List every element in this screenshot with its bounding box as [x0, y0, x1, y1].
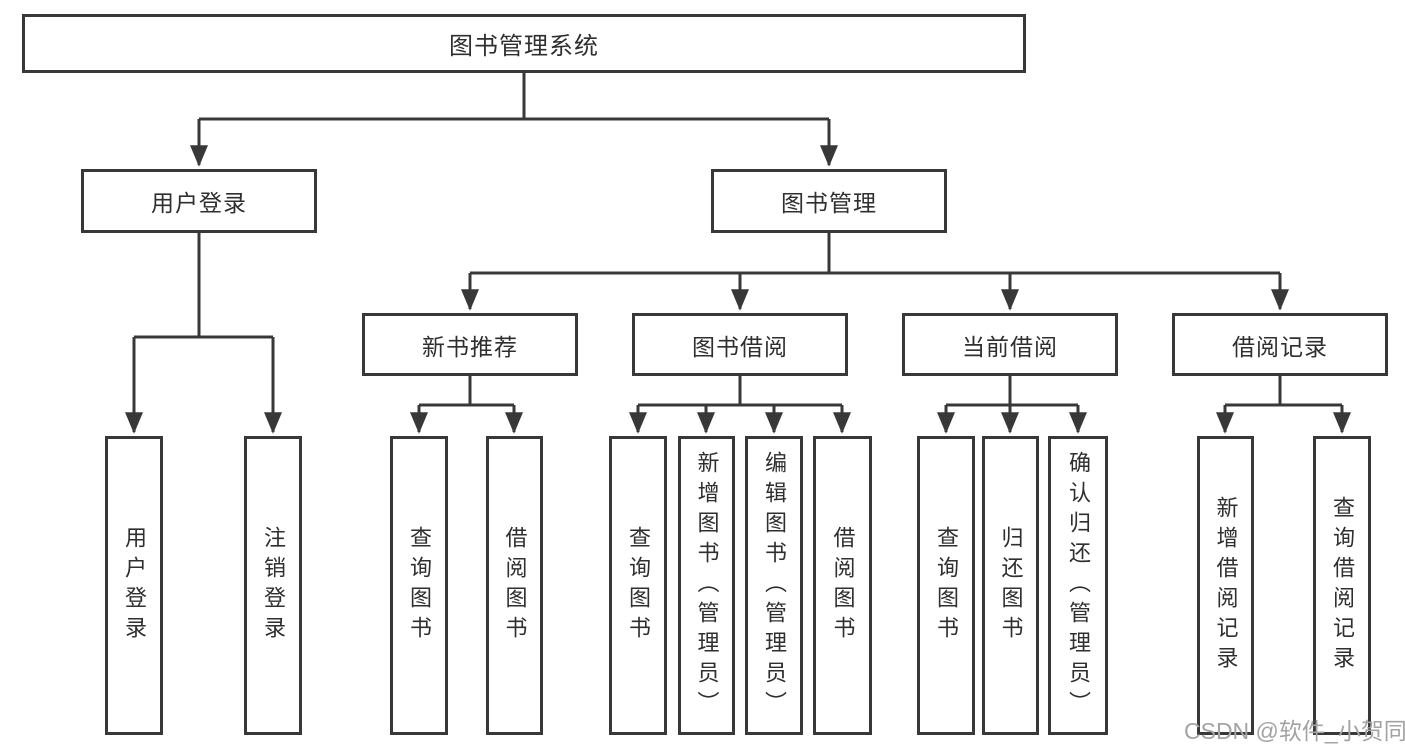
leaf-user-login: 用户登录 [105, 436, 163, 735]
leaf-label: 查询借阅记录 [1330, 495, 1355, 676]
node-new-book-recommend: 新书推荐 [362, 313, 578, 376]
node-label: 借阅记录 [1232, 333, 1328, 360]
leaf-label: 新增借阅记录 [1213, 495, 1239, 676]
leaf-return-book: 归还图书 [982, 436, 1039, 735]
csdn-watermark: CSDN @软件_小贺同学 [1184, 718, 1405, 744]
node-book-management: 图书管理 [711, 169, 947, 233]
leaf-edit-book-admin: 编辑图书（管理员） [745, 436, 803, 735]
leaf-query-borrow-record: 查询借阅记录 [1313, 436, 1371, 735]
leaf-logout: 注销登录 [244, 436, 302, 735]
leaf-query-books-borrow: 查询图书 [609, 436, 667, 735]
node-current-borrow: 当前借阅 [902, 313, 1118, 376]
node-book-borrow: 图书借阅 [632, 313, 848, 376]
node-label: 用户登录 [151, 190, 247, 216]
leaf-query-books-current: 查询图书 [917, 436, 975, 735]
leaf-confirm-return-admin: 确认归还（管理员） [1048, 436, 1108, 735]
leaf-add-borrow-record: 新增借阅记录 [1197, 436, 1254, 735]
leaf-label: 查询图书 [407, 525, 432, 646]
leaf-label: 用户登录 [122, 525, 147, 646]
leaf-label: 查询图书 [934, 525, 959, 646]
node-label: 新书推荐 [422, 333, 518, 360]
leaf-label: 归还图书 [998, 525, 1024, 646]
node-label: 当前借阅 [962, 333, 1058, 360]
leaf-label: 编辑图书（管理员） [762, 450, 787, 721]
leaf-label: 借阅图书 [830, 525, 856, 646]
leaf-query-books-recommend: 查询图书 [390, 436, 448, 735]
node-label: 图书管理系统 [449, 33, 599, 60]
leaf-borrow-books-recommend: 借阅图书 [486, 436, 543, 735]
leaf-label: 新增图书（管理员） [694, 450, 720, 721]
node-borrow-records: 借阅记录 [1172, 313, 1388, 376]
leaf-add-book-admin: 新增图书（管理员） [678, 436, 735, 735]
node-library-management-system: 图书管理系统 [22, 14, 1026, 73]
node-label: 图书管理 [781, 190, 877, 216]
node-label: 图书借阅 [692, 333, 788, 360]
node-user-login: 用户登录 [81, 169, 317, 233]
leaf-label: 确认归还（管理员） [1066, 450, 1091, 721]
leaf-label: 借阅图书 [502, 525, 528, 646]
leaf-label: 注销登录 [261, 525, 286, 646]
leaf-borrow-books: 借阅图书 [813, 436, 872, 735]
leaf-label: 查询图书 [626, 525, 651, 646]
